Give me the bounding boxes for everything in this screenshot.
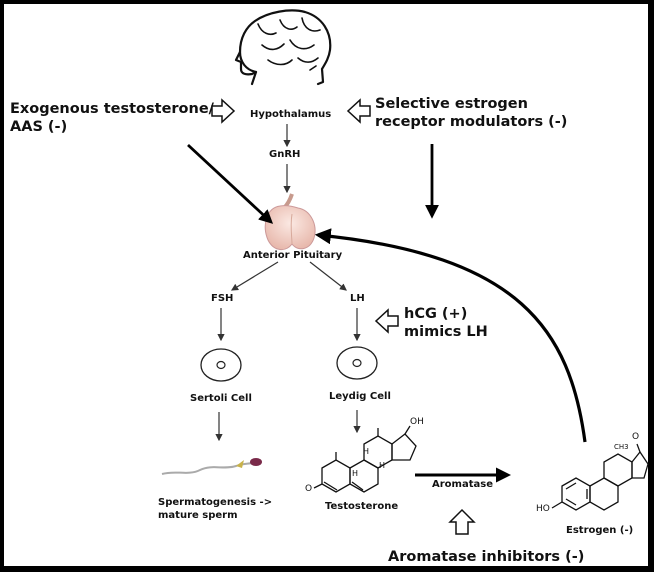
brain-head-icon: [234, 9, 332, 86]
hollow-arrow-aromatase-inhibitors: [448, 508, 476, 535]
testosterone-o-label: O: [305, 484, 313, 494]
testosterone-structure-icon: [313, 425, 417, 493]
estrogen-ho-label: HO: [536, 504, 550, 514]
exogenous-testosterone-label: Exogenous testosterone/ AAS (-): [10, 101, 214, 136]
hollow-arrow-hcg: [374, 308, 399, 334]
sperm-icon: [161, 458, 262, 475]
estrogen-o-label: O: [632, 432, 640, 442]
estrogen-structure-icon: [551, 443, 649, 511]
sertoli-cell-label: Sertoli Cell: [190, 393, 252, 404]
hollow-arrow-exogenous: [211, 98, 236, 124]
sertoli-cell-icon: [200, 348, 242, 382]
hcg-label: hCG (+) mimics LH: [404, 306, 488, 341]
methyl-label: CH3: [614, 443, 629, 451]
h-label-3: H: [352, 469, 359, 478]
leydig-cell-icon: [336, 346, 378, 380]
leydig-cell-label: Leydig Cell: [329, 391, 391, 402]
lh-label: LH: [350, 293, 365, 304]
anterior-pituitary-label: Anterior Pituitary: [243, 250, 343, 261]
hypothalamus-label: Hypothalamus: [250, 109, 332, 120]
estrogen-label: Estrogen (-): [566, 525, 634, 536]
h-label-1: H: [363, 447, 370, 456]
fsh-label: FSH: [211, 293, 234, 304]
hollow-arrow-serm: [346, 98, 371, 124]
testosterone-label: Testosterone: [325, 501, 399, 512]
spermatogenesis-label: Spermatogenesis -> mature sperm: [158, 497, 273, 521]
h-label-2: H: [379, 461, 386, 470]
testosterone-oh-label: OH: [410, 417, 424, 427]
gnrh-label: GnRH: [269, 149, 301, 160]
aromatase-label: Aromatase: [432, 479, 493, 490]
serm-label: Selective estrogen receptor modulators (…: [375, 96, 568, 131]
diagram-panel: [4, 4, 648, 566]
aromatase-inhibitors-label: Aromatase inhibitors (-): [388, 549, 585, 565]
pituitary-gland-icon: [264, 193, 316, 250]
